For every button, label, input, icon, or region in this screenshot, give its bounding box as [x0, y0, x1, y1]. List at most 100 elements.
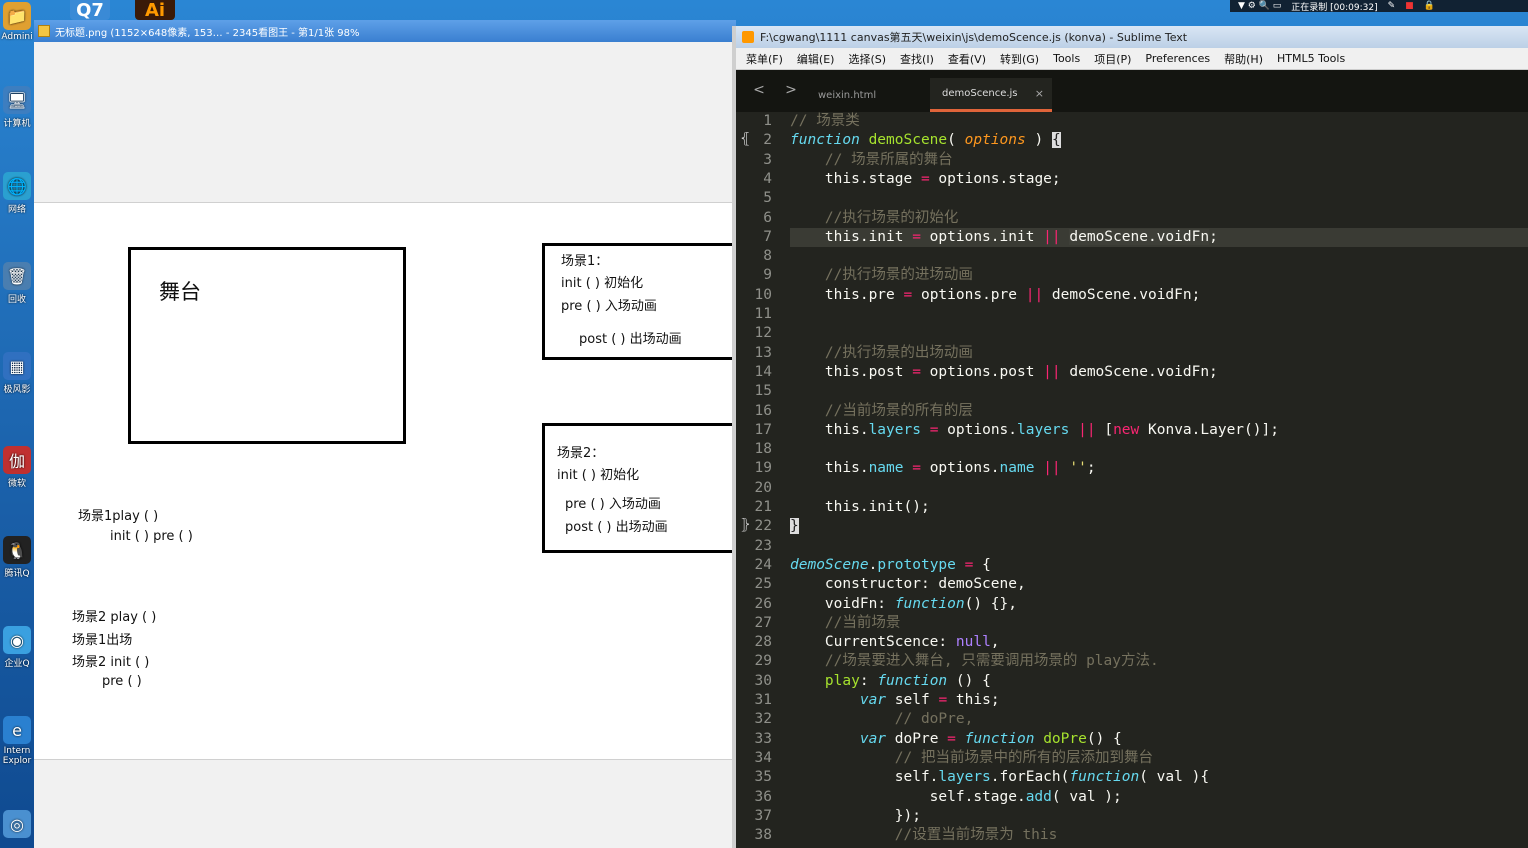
stage-box: 舞台	[128, 247, 406, 444]
desktop-shortcut-icon[interactable]: 伽微软	[0, 446, 34, 489]
sublime-app-icon	[742, 31, 754, 43]
line-number: 36	[754, 788, 772, 805]
code-line[interactable]: //当前场景的所有的层	[824, 402, 973, 419]
code-line[interactable]: var doPre = function doPre() {	[859, 730, 1122, 747]
code-line[interactable]: // 把当前场景中的所有的层添加到舞台	[894, 749, 1153, 766]
code-line[interactable]: voidFn: function() {},	[790, 595, 1017, 612]
code-line[interactable]: this.init();	[790, 499, 930, 515]
viewer-titlebar[interactable]: 无标题.png (1152×648像素, 153… - 2345看图王 - 第1…	[34, 20, 736, 42]
tab-demoscence-js[interactable]: demoScence.js ×	[930, 78, 1052, 112]
desktop-shortcut-icon[interactable]: 🖥计算机	[0, 86, 34, 129]
desktop-shortcut-icon[interactable]: ▦极风影	[0, 352, 34, 395]
code-line[interactable]	[790, 479, 1528, 498]
code-line[interactable]: //执行场景的进场动画	[824, 267, 973, 284]
code-line[interactable]: }	[790, 518, 799, 535]
code-line[interactable]	[790, 537, 1528, 556]
code-line[interactable]: this.pre = options.pre || demoScene.void…	[790, 286, 1201, 303]
code-line[interactable]: demoScene.prototype = {	[790, 556, 991, 573]
sublime-titlebar[interactable]: F:\cgwang\1111 canvas第五天\weixin\js\demoS…	[736, 26, 1528, 48]
code-line[interactable]	[790, 382, 1528, 401]
code-line[interactable]: //场景要进入舞台, 只需要调用场景的 play方法.	[824, 653, 1159, 670]
code-line[interactable]: this.name = options.name || '';	[790, 460, 1096, 477]
shortcut-glyph-icon: 🖥	[3, 86, 31, 114]
line-number: 2	[763, 132, 772, 149]
desktop-shortcut-icon[interactable]: 🗑回收	[0, 262, 34, 305]
lock-icon[interactable]: 🔒	[1423, 1, 1435, 11]
code-line[interactable]	[790, 247, 1528, 266]
line-number: 30	[754, 672, 772, 689]
code-line[interactable]: // doPre,	[894, 711, 974, 728]
shortcut-label: Intern Explor	[2, 746, 32, 766]
code-line[interactable]: //执行场景的出场动画	[824, 344, 973, 361]
code-line[interactable]: constructor: demoScene,	[790, 576, 1026, 593]
code-line[interactable]: function demoScene( options ) {	[790, 132, 1061, 149]
shortcut-glyph-icon: 🗑	[3, 262, 31, 290]
code-line[interactable]: self.stage.add( val );	[790, 788, 1122, 805]
desktop-shortcut-icon[interactable]: ◉企业Q	[0, 626, 34, 669]
menu-item[interactable]: 查看(V)	[947, 52, 986, 66]
menu-item[interactable]: 转到(G)	[999, 52, 1040, 66]
code-line[interactable]: CurrentScence: null,	[790, 634, 1000, 651]
desktop-shortcut-icon[interactable]: 🌐网络	[0, 172, 34, 215]
code-line[interactable]	[790, 324, 1528, 343]
record-stop-icon[interactable]: ■	[1405, 1, 1414, 11]
fold-arrow-icon[interactable]: ⦄	[740, 517, 751, 534]
scene2-post: post ( ) 出场动画	[565, 520, 668, 535]
code-line[interactable]: // 场景类	[790, 113, 860, 129]
tab-weixin-html[interactable]: weixin.html	[806, 78, 926, 112]
menu-item[interactable]: Tools	[1053, 52, 1081, 65]
code-line[interactable]: self.layers.forEach(function( val ){	[790, 769, 1210, 786]
menu-item[interactable]: 帮助(H)	[1224, 52, 1263, 66]
line-number: 33	[754, 730, 772, 747]
desktop-shortcut-icon[interactable]: 🐧腾讯Q	[0, 536, 34, 579]
code-line[interactable]: this.layers = options.layers || [new Kon…	[790, 421, 1279, 438]
shortcut-glyph-icon: ◎	[3, 810, 31, 838]
code-line[interactable]: });	[790, 807, 921, 824]
menu-item[interactable]: 菜单(F)	[746, 52, 783, 66]
code-line[interactable]: var self = this;	[859, 692, 1000, 708]
desktop-shortcut-icon[interactable]: 📁Admini	[0, 2, 34, 42]
scene1-box: 场景1： init ( ) 初始化 pre ( ) 入场动画 post ( ) …	[542, 243, 742, 360]
image-viewer-window: 无标题.png (1152×648像素, 153… - 2345看图王 - 第1…	[34, 20, 742, 848]
desktop-shortcut-icon[interactable]: ◎	[0, 810, 34, 840]
line-number: 10	[754, 286, 772, 303]
menu-item[interactable]: 编辑(E)	[796, 52, 835, 66]
menu-item[interactable]: 选择(S)	[848, 52, 887, 66]
code-line[interactable]: //执行场景的初始化	[824, 209, 959, 226]
menu-item[interactable]: 查找(I)	[900, 52, 934, 66]
pen-icon[interactable]: ✎	[1387, 1, 1396, 11]
line-number: 5	[763, 190, 772, 207]
line-number: 28	[754, 634, 772, 651]
code-line[interactable]: //设置当前场景为 this	[894, 827, 1058, 844]
fold-arrow-icon[interactable]: ⦃	[740, 131, 751, 148]
code-line[interactable]: //当前场景	[824, 614, 901, 631]
q7-app-icon[interactable]: Q7	[70, 0, 110, 21]
code-line[interactable]: this.post = options.post || demoScene.vo…	[790, 363, 1218, 380]
line-number: 27	[754, 614, 772, 631]
back-icon[interactable]: <	[753, 82, 765, 98]
scene1-init: init ( ) 初始化	[561, 276, 644, 291]
code-line[interactable]	[790, 440, 1528, 459]
code-line[interactable]: this.init = options.init || demoScene.vo…	[790, 227, 1528, 248]
viewer-canvas[interactable]: 舞台 场景1： init ( ) 初始化 pre ( ) 入场动画 post (…	[34, 42, 742, 848]
illustrator-app-icon[interactable]: Ai	[135, 0, 175, 21]
sketch-image: 舞台 场景1： init ( ) 初始化 pre ( ) 入场动画 post (…	[34, 202, 742, 760]
close-icon[interactable]: ×	[1034, 87, 1044, 100]
menu-item[interactable]: 项目(P)	[1094, 52, 1132, 66]
code-line[interactable]: this.stage = options.stage;	[790, 170, 1061, 187]
menu-item[interactable]: HTML5 Tools	[1276, 52, 1346, 65]
menu-item[interactable]: Preferences	[1145, 52, 1211, 65]
line-number: 25	[754, 576, 772, 593]
code-line[interactable]: // 场景所属的舞台	[824, 151, 953, 168]
shortcut-glyph-icon: 伽	[3, 446, 31, 474]
forward-icon[interactable]: >	[785, 82, 797, 98]
note-pre: pre ( )	[102, 674, 142, 689]
tab-label: demoScence.js	[942, 88, 1018, 99]
code-line[interactable]	[790, 305, 1528, 324]
code-line[interactable]	[790, 189, 1528, 208]
code-line[interactable]: play: function () {	[824, 672, 991, 689]
tray-icons[interactable]: ▼ ⚙ 🔍 ▭	[1238, 1, 1282, 11]
shortcut-label: Admini	[1, 32, 33, 42]
